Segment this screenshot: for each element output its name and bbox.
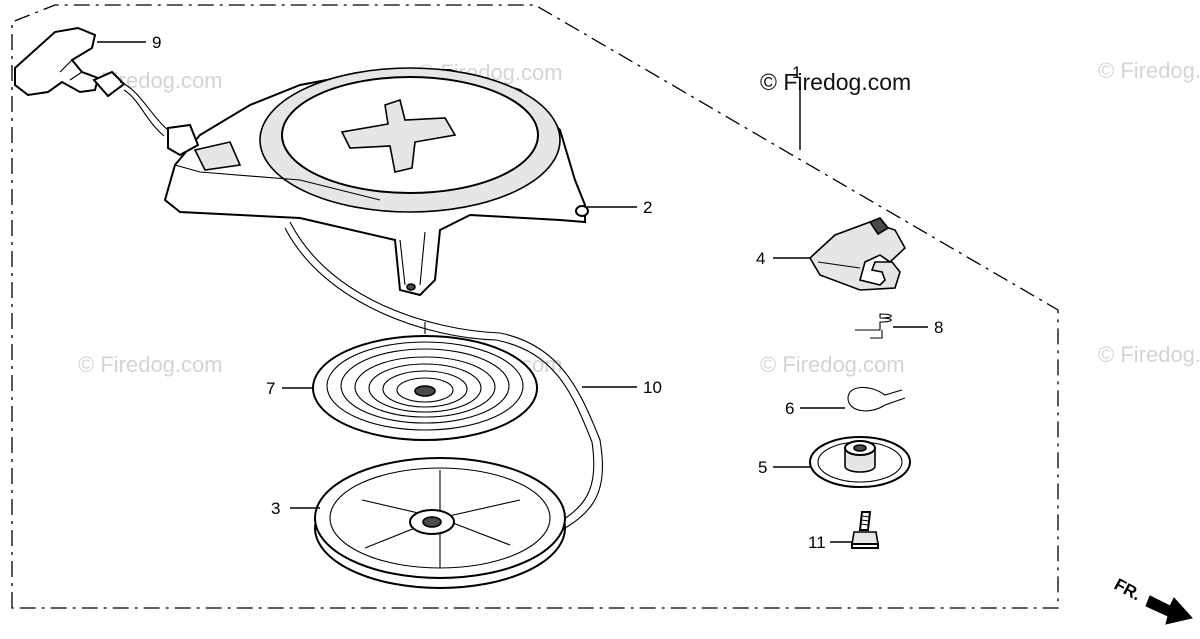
watermark-6: © Firedog.com (760, 352, 905, 377)
bolt (851, 511, 879, 549)
watermark-7: © Firedog.com (1098, 342, 1200, 367)
callout-6: 6 (785, 399, 794, 418)
front-label: FR. (1111, 575, 1144, 605)
callouts: 1 2 3 4 5 6 7 8 9 10 11 (152, 33, 943, 552)
watermark-4: © Firedog.com (78, 352, 223, 377)
callout-7: 7 (266, 379, 275, 398)
callout-8: 8 (934, 318, 943, 337)
friction-plate (809, 436, 911, 488)
watermark-3: © Firedog.com (1098, 58, 1200, 83)
friction-spring (847, 386, 906, 412)
callout-3: 3 (271, 499, 280, 518)
starter-housing (163, 67, 589, 297)
recoil-spring (312, 335, 538, 441)
front-arrow-icon (1145, 595, 1193, 625)
callout-10: 10 (643, 378, 662, 397)
callout-4: 4 (756, 249, 765, 268)
callout-1: 1 (792, 63, 801, 82)
callout-2: 2 (643, 198, 652, 217)
starter-rope (284, 221, 603, 546)
assembly-frame (11, 4, 1059, 609)
callout-9: 9 (152, 33, 161, 52)
callout-11: 11 (808, 533, 826, 552)
starter-grip (14, 26, 200, 157)
callout-5: 5 (758, 458, 767, 477)
ratchet (808, 217, 907, 291)
watermarks: © Firedog.com © Firedog.com © Firedog.co… (78, 58, 1200, 377)
copyright-label: © Firedog.com (760, 69, 911, 95)
ratchet-spring (855, 313, 892, 339)
front-direction-marker: FR. (1111, 575, 1193, 625)
starter-reel (314, 457, 566, 589)
